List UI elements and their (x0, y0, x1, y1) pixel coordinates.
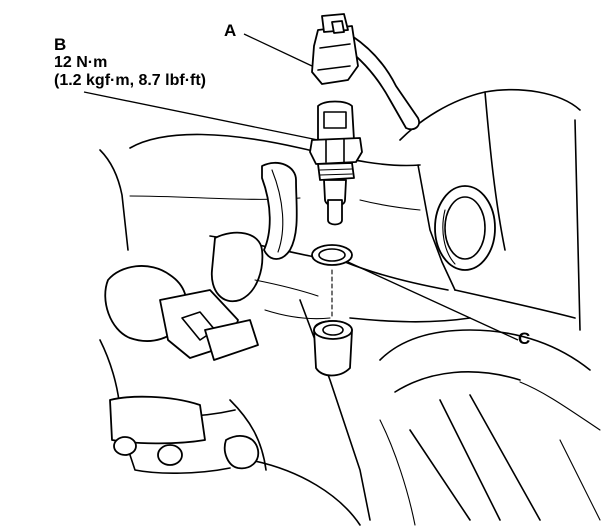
connector-a (311, 13, 420, 131)
round-port (434, 185, 496, 271)
leader-lines (83, 33, 519, 341)
torque-spec-nm: 12 N·m (54, 54, 108, 71)
engine-block-outline (99, 88, 601, 526)
callout-a-label: A (224, 21, 237, 40)
washer-c (311, 244, 353, 266)
callout-c-label: C (518, 329, 531, 348)
left-harness (99, 231, 331, 474)
callout-b-label: B (54, 35, 67, 54)
left-hose (261, 161, 298, 260)
sensor-b (309, 100, 363, 226)
mounting-boss (313, 269, 353, 377)
torque-spec-alt-units: (1.2 kgf·m, 8.7 lbf·ft) (54, 72, 207, 89)
